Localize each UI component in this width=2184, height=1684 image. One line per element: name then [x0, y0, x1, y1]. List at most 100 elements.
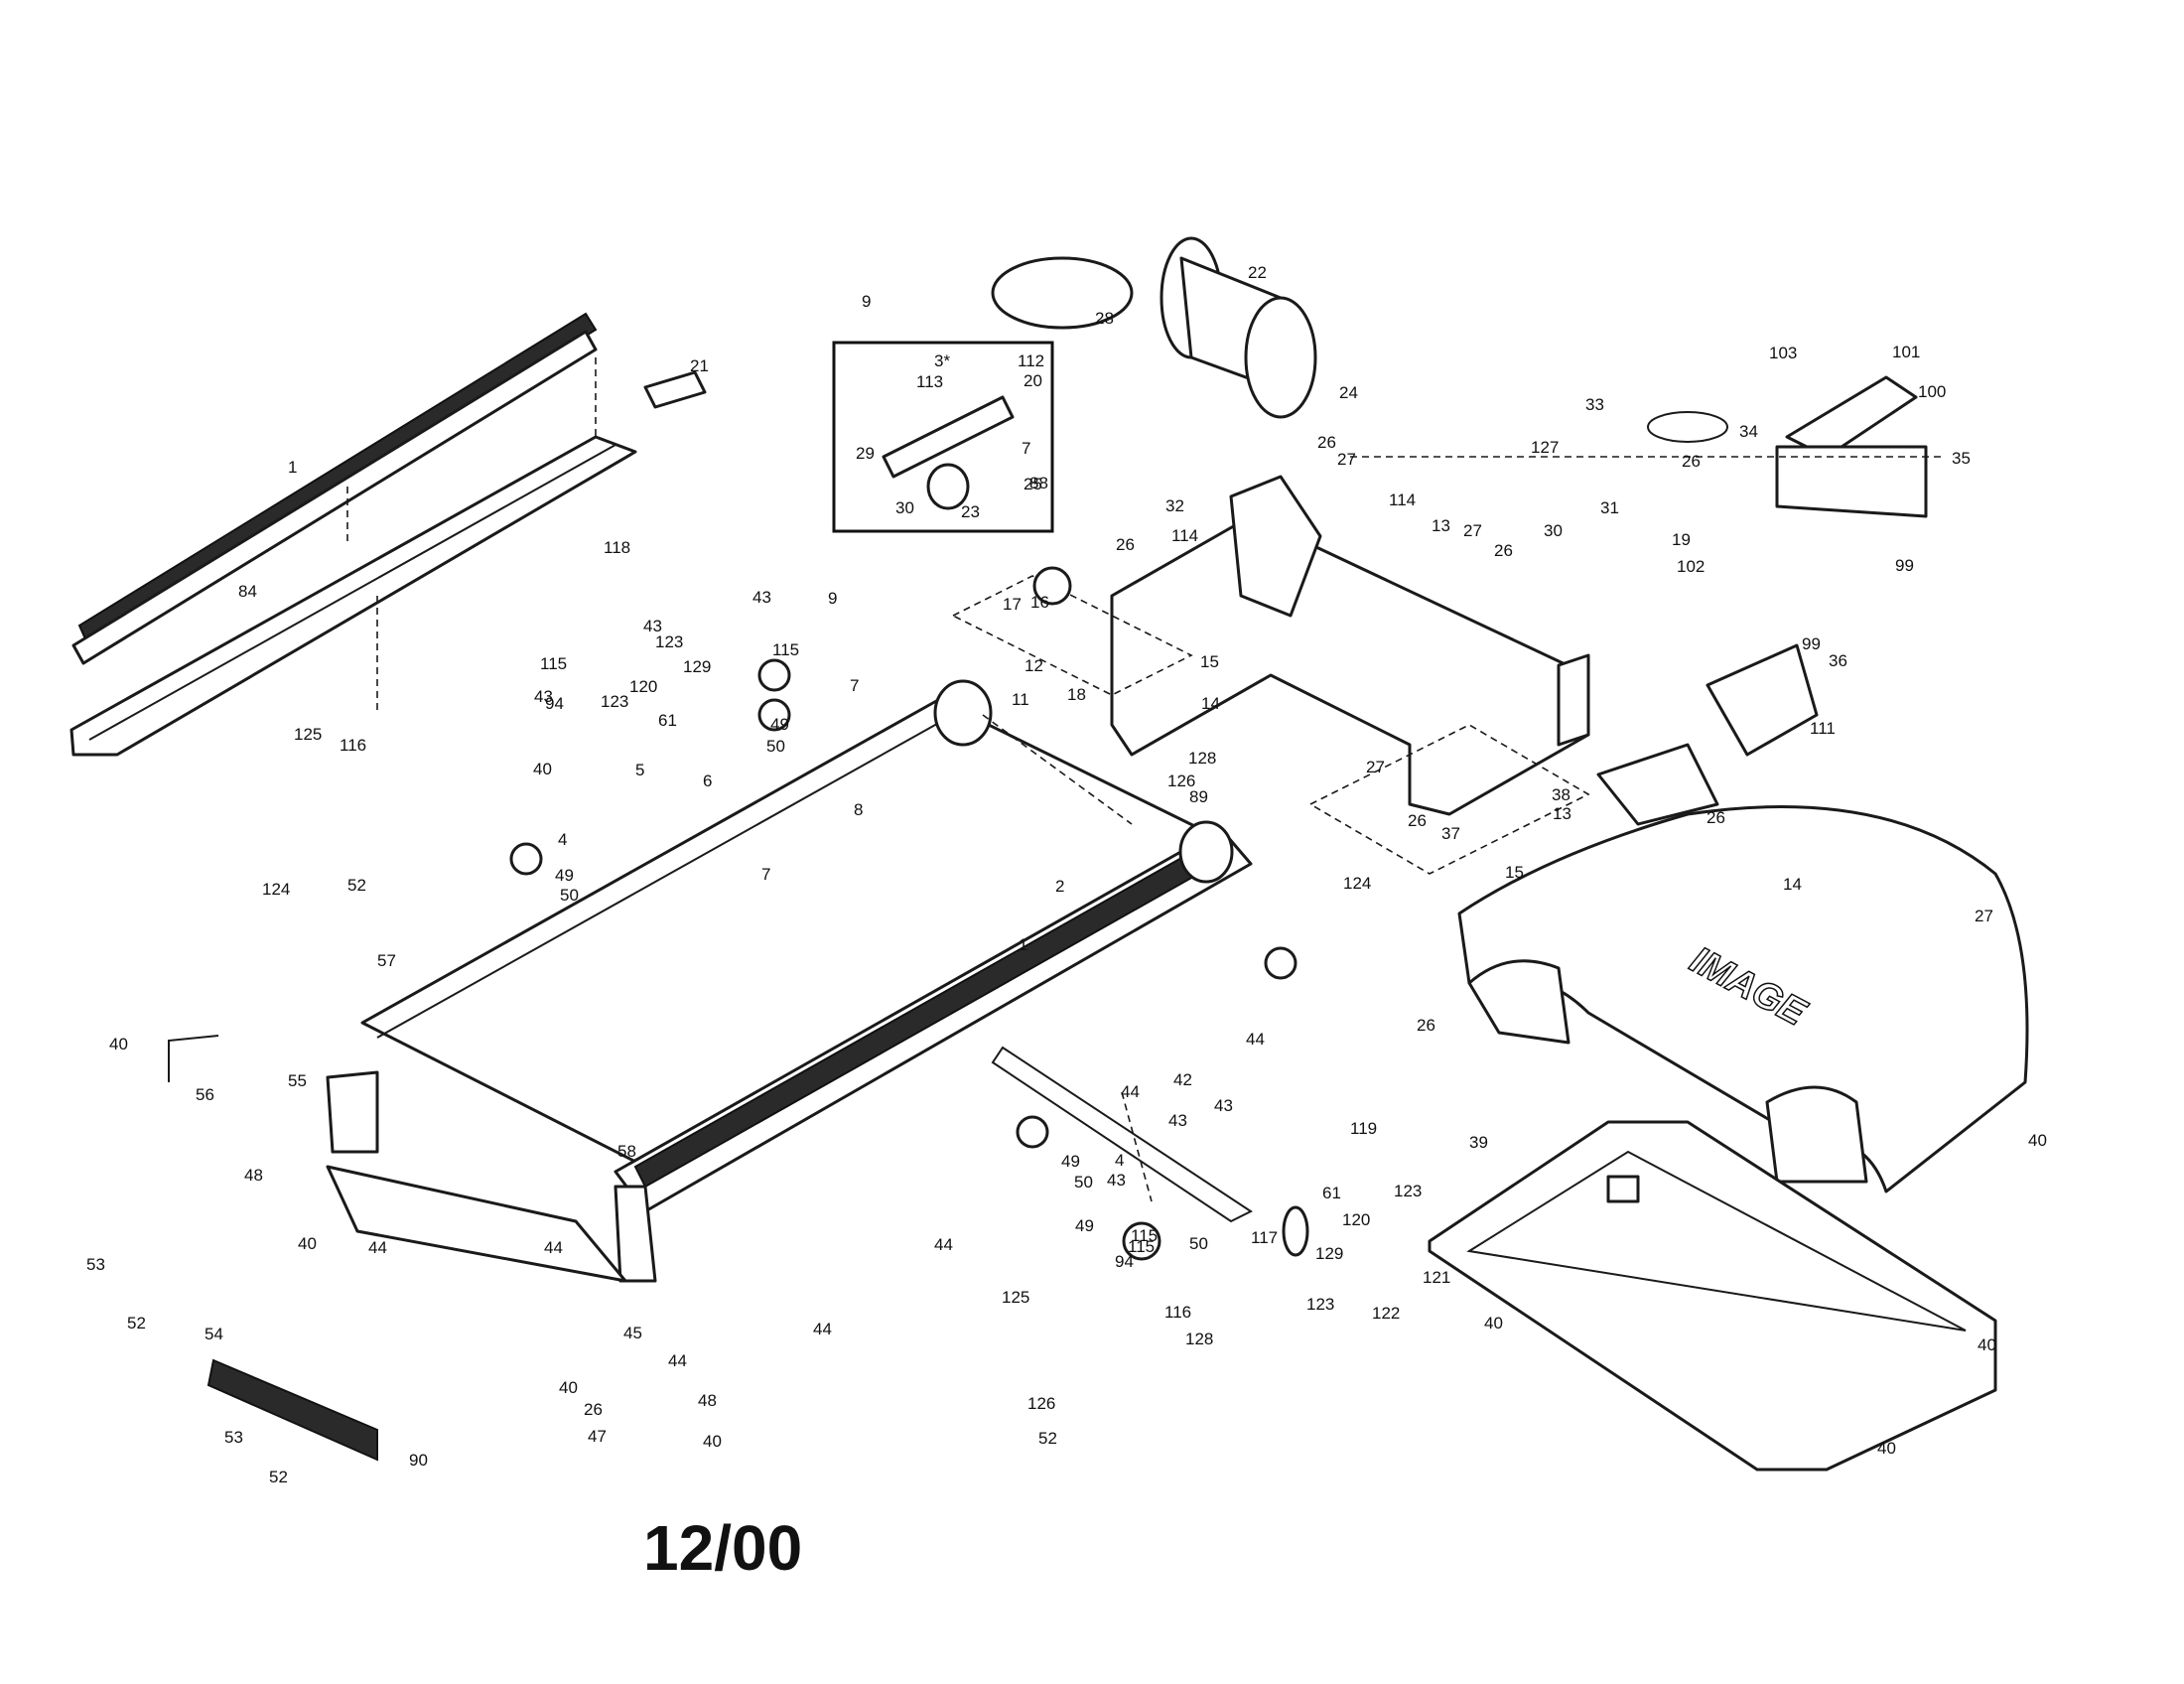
callout-40: 40	[1484, 1314, 1503, 1333]
callout-44: 44	[544, 1238, 563, 1257]
callout-125: 125	[294, 725, 322, 744]
callout-40: 40	[109, 1035, 128, 1053]
callout-56: 56	[196, 1085, 214, 1104]
callout-126: 126	[1167, 772, 1195, 790]
deck-and-belt	[326, 679, 1253, 1283]
main-frame	[1110, 475, 1590, 816]
callout-49: 49	[1061, 1152, 1080, 1171]
callout-14: 14	[1201, 694, 1220, 713]
callout-30: 30	[895, 498, 914, 517]
callout-114: 114	[1389, 491, 1416, 509]
side-rail-assembly	[69, 312, 707, 757]
callout-13: 13	[1432, 516, 1450, 535]
callout-52: 52	[269, 1468, 288, 1486]
callout-115: 115	[772, 640, 799, 659]
callout-43: 43	[534, 687, 553, 706]
callout-27: 27	[1337, 450, 1356, 469]
callout-120: 120	[629, 677, 657, 696]
callout-122: 122	[1372, 1304, 1400, 1323]
callout-4: 4	[1115, 1151, 1124, 1170]
callout-115: 115	[1131, 1226, 1158, 1245]
callout-44: 44	[668, 1351, 687, 1370]
callout-55: 55	[288, 1071, 307, 1090]
callout-44: 44	[1246, 1030, 1265, 1049]
callout-26: 26	[1317, 433, 1336, 452]
callout-43: 43	[752, 588, 771, 607]
callout-127: 127	[1531, 438, 1559, 457]
callout-3star: 3*	[934, 351, 950, 370]
callout-118: 118	[604, 538, 630, 557]
callout-52: 52	[347, 876, 366, 895]
callout-94: 94	[545, 694, 564, 713]
callout-99: 99	[1802, 634, 1821, 653]
callout-5: 5	[635, 761, 644, 779]
callout-9: 9	[828, 589, 837, 608]
callout-12: 12	[1024, 656, 1043, 675]
callout-48: 48	[698, 1391, 717, 1410]
callout-117: 117	[1251, 1228, 1278, 1247]
callout-23: 23	[961, 502, 980, 521]
callout-84: 84	[238, 582, 257, 601]
callout-101: 101	[1892, 343, 1920, 361]
callout-36: 36	[1829, 651, 1847, 670]
callout-32: 32	[1165, 496, 1184, 515]
callout-123: 123	[601, 692, 628, 711]
callout-50: 50	[1189, 1234, 1208, 1253]
callout-44: 44	[1121, 1082, 1140, 1101]
callout-124: 124	[262, 880, 290, 899]
callout-27: 27	[1975, 907, 1993, 925]
callout-94: 94	[1115, 1252, 1134, 1271]
callout-4: 4	[558, 830, 567, 849]
callout-49: 49	[1075, 1216, 1094, 1235]
callout-47: 47	[588, 1427, 607, 1446]
callout-128: 128	[1188, 749, 1216, 768]
callout-31: 31	[1600, 498, 1619, 517]
callout-7: 7	[1022, 439, 1030, 458]
callout-1: 1	[288, 458, 297, 477]
inset-box-idler-assembly	[832, 341, 1054, 533]
callout-26: 26	[1682, 452, 1701, 471]
grip-strip	[206, 1358, 378, 1462]
callout-40: 40	[298, 1234, 317, 1253]
callout-43: 43	[1107, 1171, 1126, 1190]
assembly-guide-lines	[376, 575, 1590, 1202]
hex-key	[168, 1035, 219, 1082]
callout-11: 11	[1012, 690, 1029, 709]
callout-40: 40	[2028, 1131, 2047, 1150]
callout-124: 124	[1343, 874, 1371, 893]
callout-50: 50	[560, 886, 579, 905]
electrical-parts	[1350, 375, 1946, 826]
callout-25: 25	[1024, 475, 1042, 493]
callout-7: 7	[850, 676, 859, 695]
callout-40: 40	[559, 1378, 578, 1397]
callout-35: 35	[1952, 449, 1971, 468]
callout-115: 115	[1128, 1237, 1155, 1256]
callout-111: 111	[1810, 719, 1836, 738]
callout-115: 115	[540, 654, 567, 673]
callout-26: 26	[1494, 541, 1513, 560]
callout-1: 1	[1019, 935, 1027, 954]
callout-102: 102	[1677, 557, 1705, 576]
callout-123: 123	[1306, 1295, 1334, 1314]
callout-103: 103	[1769, 344, 1797, 362]
callout-34: 34	[1739, 422, 1758, 441]
callout-40: 40	[1877, 1439, 1896, 1458]
callout-27: 27	[1366, 758, 1385, 776]
callout-123: 123	[1394, 1182, 1422, 1200]
callout-99: 99	[1895, 556, 1914, 575]
callout-116: 116	[340, 736, 366, 755]
callout-121: 121	[1423, 1268, 1450, 1287]
callout-40: 40	[703, 1432, 722, 1451]
callout-42: 42	[1173, 1070, 1192, 1089]
callout-38: 38	[1552, 785, 1570, 804]
callout-43: 43	[643, 617, 662, 635]
callout-129: 129	[1315, 1244, 1343, 1263]
callout-50: 50	[1074, 1173, 1093, 1192]
callout-112: 112	[1018, 351, 1044, 370]
callout-29: 29	[856, 444, 875, 463]
hood-base	[1428, 1120, 1997, 1472]
callout-9: 9	[862, 292, 871, 311]
callout-44: 44	[368, 1238, 387, 1257]
